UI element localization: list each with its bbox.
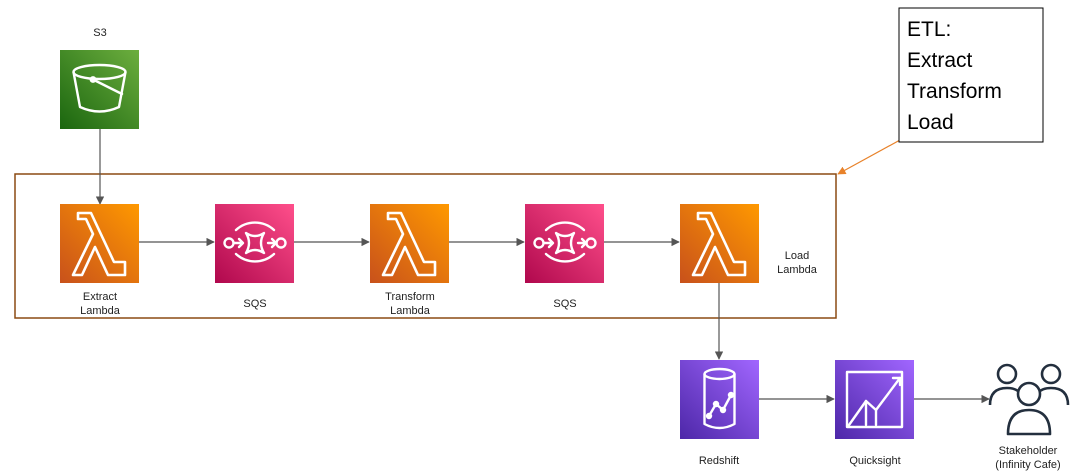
etl-note-line-4: Load <box>907 111 954 134</box>
sqs-1-tile <box>215 204 294 283</box>
quicksight-label: Quicksight <box>849 455 900 467</box>
s3-node: S3 <box>60 27 139 129</box>
load-lambda-label-line2: Lambda <box>777 264 818 276</box>
load-lambda-tile <box>680 204 759 283</box>
extract-lambda-label-line1: Extract <box>83 291 117 303</box>
transform-lambda-label-line1: Transform <box>385 291 435 303</box>
lambda-icon <box>71 211 127 277</box>
users-icon <box>988 363 1070 436</box>
etl-note-box <box>898 7 1044 143</box>
etl-note-line-1: ETL: <box>907 18 951 41</box>
sqs-1-label: SQS <box>243 298 266 310</box>
transform-lambda-node: Transform Lambda <box>370 204 449 317</box>
database-icon <box>703 367 736 430</box>
etl-note-line-2: Extract <box>907 49 973 72</box>
redshift-tile <box>680 360 759 439</box>
queue-icon <box>223 221 287 263</box>
sqs-2-node: SQS <box>525 204 604 310</box>
transform-lambda-label-line2: Lambda <box>390 305 431 317</box>
extract-lambda-label-line2: Lambda <box>80 305 121 317</box>
etl-note: ETL: Extract Transform Load <box>898 7 1044 143</box>
extract-lambda-node: Extract Lambda <box>60 204 139 317</box>
sqs-2-tile <box>525 204 604 283</box>
etl-group-border <box>14 173 837 319</box>
stakeholder-node: Stakeholder (Infinity Cafe) <box>988 363 1070 471</box>
extract-lambda-tile <box>60 204 139 283</box>
s3-label: S3 <box>93 27 106 39</box>
sqs-2-label: SQS <box>553 298 576 310</box>
redshift-node: Redshift <box>680 360 759 467</box>
s3-tile <box>60 50 139 129</box>
queue-icon <box>533 221 597 263</box>
chart-icon <box>845 370 904 429</box>
bucket-icon <box>72 63 127 113</box>
load-lambda-node: Load Lambda <box>680 204 818 283</box>
stakeholder-label-line1: Stakeholder <box>999 445 1058 457</box>
etl-note-pointer <box>837 139 901 175</box>
lambda-icon <box>381 211 437 277</box>
sqs-1-node: SQS <box>215 204 294 310</box>
redshift-label: Redshift <box>699 455 739 467</box>
lambda-icon <box>691 211 747 277</box>
stakeholder-label-line2: (Infinity Cafe) <box>995 459 1060 471</box>
load-lambda-label-line1: Load <box>785 250 809 262</box>
quicksight-node: Quicksight <box>835 360 914 467</box>
transform-lambda-tile <box>370 204 449 283</box>
etl-note-line-3: Transform <box>907 80 1002 103</box>
